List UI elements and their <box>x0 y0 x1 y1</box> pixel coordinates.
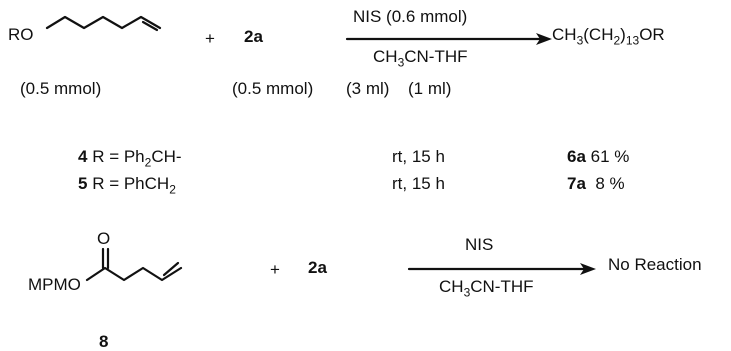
product-formula: CH3(CH2)13OR <box>552 25 665 48</box>
result-row-substrate: 5 R = PhCH2 <box>78 174 176 197</box>
conditions-reagent: NIS <box>465 235 494 254</box>
pentenoate-chain <box>85 266 183 282</box>
result-row-substrate: 4 R = Ph2CH- <box>78 147 182 170</box>
reagent-label: 2a <box>308 258 327 277</box>
result-row-conditions: rt, 15 h <box>392 174 445 193</box>
reagent-amount: (0.5 mmol) <box>232 79 314 98</box>
terminal-double-bond <box>141 20 159 32</box>
substrate-amount: (0.5 mmol) <box>20 79 102 98</box>
reagent-label: 2a <box>244 27 263 46</box>
plus-sign: + <box>270 260 280 279</box>
result-row-product: 7a 8 % <box>567 174 625 193</box>
solvent: CH3CN-THF <box>373 47 468 70</box>
pentenyl-ether-chain <box>45 15 162 30</box>
solvent-volume-1: (3 ml) <box>346 79 390 98</box>
conditions-reagent: NIS (0.6 mmol) <box>353 7 468 26</box>
arrow-head-2 <box>580 263 596 275</box>
solvent-volume-2: (1 ml) <box>408 79 452 98</box>
compound-number: 8 <box>99 332 109 351</box>
terminal-double-bond-2 <box>162 261 180 277</box>
result-row-product: 6a 61 % <box>567 147 630 166</box>
carbonyl-oxygen: O <box>97 229 111 248</box>
result-row-conditions: rt, 15 h <box>392 147 445 166</box>
solvent: CH3CN-THF <box>439 277 534 300</box>
reaction-outcome: No Reaction <box>608 255 702 274</box>
arrow-head-1 <box>536 33 552 45</box>
plus-sign: + <box>205 29 215 48</box>
mpm-ester-group: MPMO <box>28 275 81 294</box>
substrate-r-group: RO <box>8 25 34 44</box>
